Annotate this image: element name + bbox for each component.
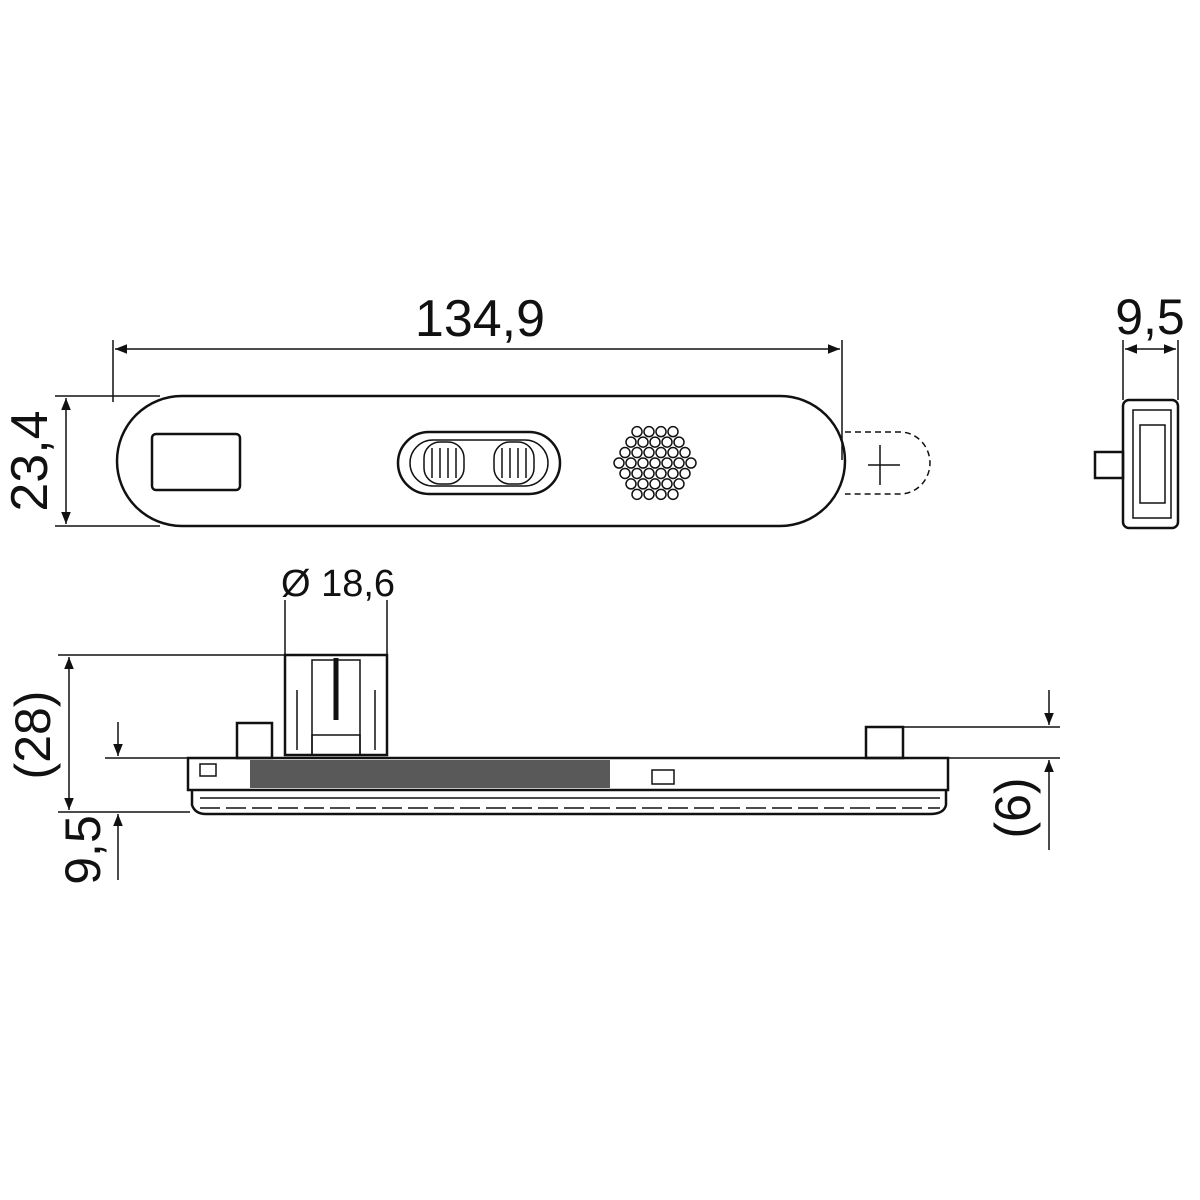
- reflector-dot: [631, 467, 643, 480]
- reflector-dot: [685, 457, 697, 469]
- top-view: [115, 394, 931, 528]
- width-label: 23,4: [1, 410, 59, 511]
- base-plate: [186, 756, 950, 792]
- reflector-dot: [679, 446, 691, 459]
- lens: [190, 790, 948, 816]
- reflector-dot: [649, 436, 661, 448]
- side-view: 9,5: [1093, 289, 1185, 530]
- dimension-total-height: (28): [5, 654, 290, 813]
- dimension-length: 134,9: [112, 290, 843, 460]
- lamp-outline: [115, 394, 847, 528]
- reflector-dot: [631, 488, 643, 501]
- diameter-label: Ø 18,6: [281, 563, 395, 605]
- mounting-lug-dashed: [845, 431, 931, 495]
- reflector-dot: [661, 436, 673, 448]
- reflector-dot: [613, 457, 625, 469]
- dimension-step-height: (6): [903, 690, 1060, 850]
- total-height-label: (28): [5, 691, 61, 780]
- reflector-dot: [631, 446, 643, 459]
- reflector-dot: [625, 478, 637, 490]
- reflector-dot: [643, 446, 655, 459]
- connector-slot: [396, 430, 562, 496]
- reflector-dot: [637, 457, 649, 469]
- reflector-dot: [619, 467, 631, 480]
- plate-height-label: 9,5: [55, 815, 111, 885]
- reflector-dot: [655, 488, 667, 501]
- reflector-dot: [667, 425, 679, 438]
- reflector-dot: [631, 425, 643, 438]
- connector-housing: [283, 653, 389, 757]
- reflector-dot: [661, 478, 673, 490]
- reflector-dot: [649, 478, 661, 490]
- reflector-dot: [673, 478, 685, 490]
- reflector-dot: [643, 467, 655, 480]
- side-depth-label: 9,5: [1115, 289, 1185, 345]
- reflector-dot: [643, 488, 655, 501]
- reflector-dot: [667, 467, 679, 480]
- reflector-dot: [625, 457, 637, 469]
- right-step: [864, 725, 905, 760]
- left-post: [235, 721, 274, 760]
- reflector-dots: [613, 425, 697, 501]
- reflector-dot: [667, 446, 679, 459]
- dimension-width: 23,4: [1, 395, 160, 527]
- section-view: [186, 653, 950, 816]
- reflector-dot: [619, 446, 631, 459]
- reflector-dot: [655, 425, 667, 438]
- reflector-dot: [673, 436, 685, 448]
- reflector-dot: [643, 425, 655, 438]
- step-height-label: (6): [985, 777, 1041, 838]
- length-label: 134,9: [415, 290, 545, 348]
- reflector-dot: [679, 467, 691, 480]
- reflector-dot: [625, 436, 637, 448]
- reflector-dot: [661, 457, 673, 469]
- reflector-dot: [637, 436, 649, 448]
- reflector-dot: [667, 488, 679, 501]
- marker-window: [150, 432, 242, 492]
- dimension-plate-height: 9,5: [55, 722, 190, 885]
- reflector-dot: [637, 478, 649, 490]
- reflector-dot: [673, 457, 685, 469]
- reflector-dot: [655, 467, 667, 480]
- reflector-dot: [649, 457, 661, 469]
- dimension-diameter: Ø 18,6: [281, 563, 395, 655]
- reflector-dot: [655, 446, 667, 459]
